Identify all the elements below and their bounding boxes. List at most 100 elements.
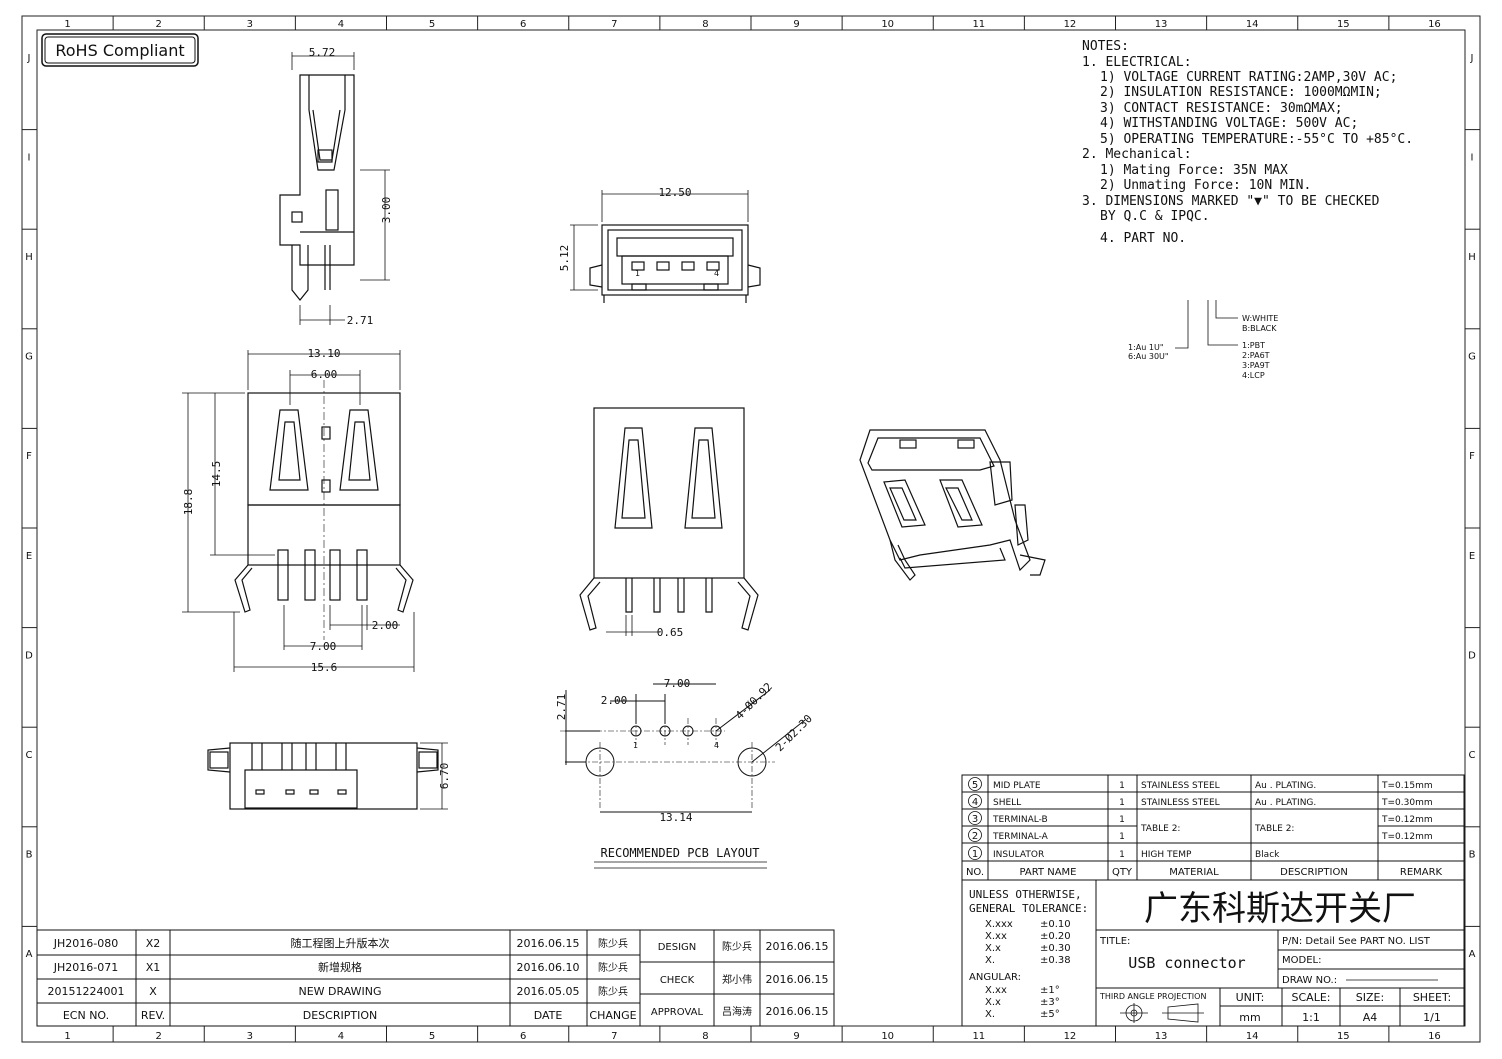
size-value: A4 bbox=[1363, 1011, 1378, 1024]
bom-material: HIGH TEMP bbox=[1141, 850, 1192, 860]
svg-text:REMARK: REMARK bbox=[1400, 867, 1443, 878]
rev-code: X bbox=[149, 985, 157, 998]
column-marker: 9 bbox=[793, 19, 799, 30]
svg-text:±5°: ±5° bbox=[1040, 1009, 1060, 1020]
note-line: 2) INSULATION RESISTANCE: 1000MΩMIN; bbox=[1100, 85, 1382, 100]
approval-role: CHECK bbox=[660, 975, 695, 986]
row-marker: A bbox=[1469, 949, 1476, 960]
dim-front-width: 12.50 bbox=[658, 186, 691, 199]
svg-text:CHANGE: CHANGE bbox=[589, 1009, 636, 1022]
revision-table-frame bbox=[36, 929, 835, 1027]
bom-item-circle bbox=[968, 811, 982, 825]
notes-block: NOTES: 1. ELECTRICAL: 1) VOLTAGE CURRENT… bbox=[1082, 39, 1413, 246]
code-material: 2:PA6T bbox=[1242, 351, 1270, 360]
rev-date: 2016.06.15 bbox=[517, 937, 580, 950]
sheet-value: 1/1 bbox=[1423, 1011, 1441, 1024]
title-block-frame bbox=[961, 879, 1465, 1027]
pcb-pin-4: 4 bbox=[714, 741, 719, 750]
bom-description: Black bbox=[1255, 850, 1280, 860]
column-marker: 2 bbox=[156, 1031, 162, 1042]
note-line: 1) Mating Force: 35N MAX bbox=[1100, 163, 1288, 178]
note-line: 4) WITHSTANDING VOLTAGE: 500V AC; bbox=[1100, 116, 1358, 131]
svg-text:UNLESS OTHERWISE,: UNLESS OTHERWISE, bbox=[969, 888, 1082, 901]
svg-text:DESCRIPTION: DESCRIPTION bbox=[1280, 867, 1348, 878]
sheet-label: SHEET: bbox=[1413, 991, 1451, 1004]
column-marker: 4 bbox=[338, 19, 344, 30]
column-marker: 6 bbox=[520, 1031, 526, 1042]
approval-date: 2016.06.15 bbox=[766, 1005, 829, 1018]
dim-pcb-offset: 2.71 bbox=[555, 694, 568, 721]
row-marker: I bbox=[28, 152, 31, 163]
row-marker: J bbox=[1470, 53, 1474, 64]
dim-top-overall: 15.6 bbox=[311, 661, 338, 674]
part-no-tree bbox=[1175, 300, 1238, 349]
svg-text:±0.20: ±0.20 bbox=[1040, 931, 1071, 942]
column-marker: 11 bbox=[972, 19, 985, 30]
row-marker: H bbox=[25, 252, 33, 263]
column-marker: 16 bbox=[1428, 1031, 1441, 1042]
side-view bbox=[279, 74, 355, 301]
approval-date: 2016.06.15 bbox=[766, 973, 829, 986]
bom-qty: 1 bbox=[1119, 815, 1125, 825]
pcb-layout bbox=[560, 683, 806, 813]
note-line: 2. Mechanical: bbox=[1082, 147, 1192, 162]
bom-remark: T=0.12mm bbox=[1381, 832, 1433, 842]
column-marker: 12 bbox=[1064, 19, 1077, 30]
code-material: 1:PBT bbox=[1242, 341, 1265, 350]
projection-symbol-icon bbox=[1120, 1003, 1204, 1023]
dim-side-height: 3.00 bbox=[380, 197, 393, 224]
column-marker: 1 bbox=[64, 1031, 70, 1042]
bom-material: TABLE 2: bbox=[1140, 824, 1180, 834]
column-marker: 10 bbox=[881, 1031, 894, 1042]
svg-text:X.x: X.x bbox=[985, 943, 1001, 954]
front-pin-4: 4 bbox=[714, 269, 719, 278]
rohs-label: RoHS Compliant bbox=[55, 41, 184, 60]
note-line: 3) CONTACT RESISTANCE: 30mΩMAX; bbox=[1100, 101, 1343, 116]
rev-description: 随工程图上升版本次 bbox=[291, 936, 390, 950]
row-marker: C bbox=[26, 750, 33, 761]
dim-top-legs: 7.00 bbox=[310, 640, 337, 653]
svg-text:REV.: REV. bbox=[141, 1009, 165, 1022]
note-line: BY Q.C & IPQC. bbox=[1100, 209, 1210, 224]
svg-text:±0.38: ±0.38 bbox=[1040, 955, 1071, 966]
note-line: 5) OPERATING TEMPERATURE:-55°C TO +85°C. bbox=[1100, 132, 1413, 147]
column-marker: 7 bbox=[611, 1031, 617, 1042]
bom-part-name: MID PLATE bbox=[993, 781, 1041, 791]
column-marker: 15 bbox=[1337, 1031, 1350, 1042]
svg-text:±0.10: ±0.10 bbox=[1040, 919, 1071, 930]
bom-item-circle bbox=[968, 846, 982, 860]
bom-item-no: 3 bbox=[972, 814, 978, 825]
bom-item-circle bbox=[968, 794, 982, 808]
row-marker: C bbox=[1469, 750, 1476, 761]
projection-label: THIRD ANGLE PROJECTION bbox=[1099, 992, 1206, 1001]
svg-text:DESCRIPTION: DESCRIPTION bbox=[303, 1009, 377, 1022]
bom-item-no: 4 bbox=[972, 797, 978, 808]
top-view bbox=[234, 380, 414, 640]
bom-item-circle bbox=[968, 828, 982, 842]
dim-pcb-hole-large: 2-Ø2.30 bbox=[773, 712, 815, 754]
code-color-white: W:WHITE bbox=[1242, 314, 1278, 323]
bom-description: Au . PLATING. bbox=[1255, 798, 1316, 808]
side-view-dims bbox=[291, 52, 390, 325]
column-marker: 8 bbox=[702, 1031, 708, 1042]
rev-description: 新增规格 bbox=[318, 960, 362, 974]
code-material: 4:LCP bbox=[1242, 371, 1265, 380]
title-value: USB connector bbox=[1128, 954, 1245, 972]
front-view bbox=[589, 224, 761, 303]
svg-text:X.: X. bbox=[985, 1009, 995, 1020]
bom-part-name: SHELL bbox=[993, 798, 1021, 808]
bom-qty: 1 bbox=[1119, 832, 1125, 842]
rev-description: NEW DRAWING bbox=[298, 985, 381, 998]
bom-qty: 1 bbox=[1119, 781, 1125, 791]
scale-label: SCALE: bbox=[1292, 991, 1331, 1004]
code-plating: 1:Au 1U" bbox=[1128, 343, 1164, 352]
rear-view bbox=[579, 407, 759, 631]
size-label: SIZE: bbox=[1356, 991, 1384, 1004]
svg-text:X.xxx: X.xxx bbox=[985, 919, 1013, 930]
svg-text:±0.30: ±0.30 bbox=[1040, 943, 1071, 954]
rev-change: 陈少兵 bbox=[598, 961, 628, 974]
isometric-view bbox=[859, 429, 1046, 581]
